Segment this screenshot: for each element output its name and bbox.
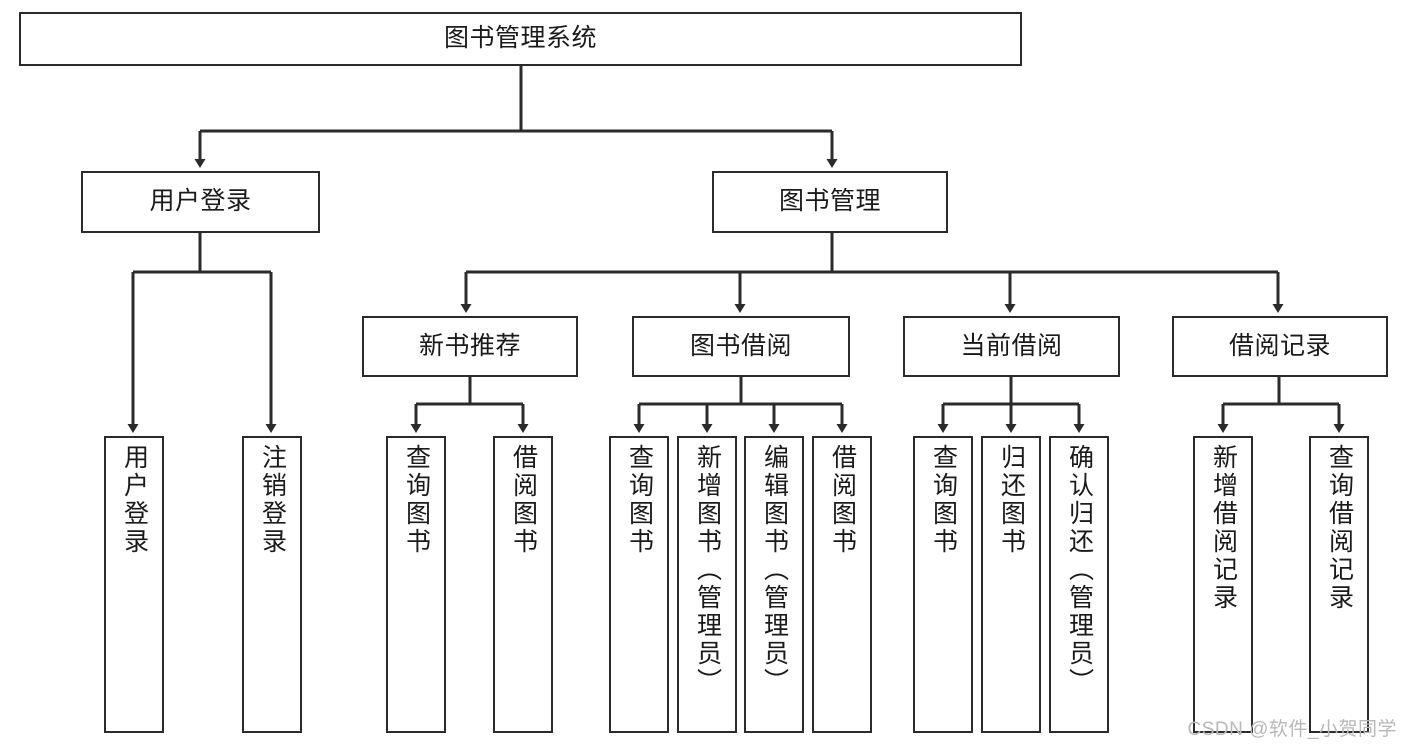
node-new-book-recommend-label: 新书推荐 (418, 331, 521, 360)
leaf-edit-book-admin[interactable]: 编辑图书（管理员） (744, 436, 804, 733)
leaf-query-book-current-label: 查询图书 (929, 444, 958, 556)
node-root-label: 图书管理系统 (443, 24, 597, 53)
leaf-edit-book-admin-label: 编辑图书（管理员） (760, 444, 789, 696)
node-book-borrow[interactable]: 图书借阅 (632, 316, 850, 377)
leaf-confirm-return-admin-label: 确认归还（管理员） (1065, 444, 1094, 696)
leaf-borrow-book-recommend-label: 借阅图书 (509, 444, 538, 556)
leaf-user-login[interactable]: 用户登录 (104, 436, 164, 733)
leaf-query-book-recommend[interactable]: 查询图书 (386, 436, 446, 733)
node-current-borrow-label: 当前借阅 (960, 331, 1063, 360)
leaf-confirm-return-admin[interactable]: 确认归还（管理员） (1049, 436, 1109, 733)
node-book-management-label: 图书管理 (778, 187, 881, 216)
leaf-query-book[interactable]: 查询图书 (609, 436, 669, 733)
node-user-login-label: 用户登录 (149, 187, 252, 216)
leaf-user-login-label: 用户登录 (120, 444, 149, 556)
node-book-borrow-label: 图书借阅 (689, 331, 792, 360)
leaf-borrow-book-label: 借阅图书 (828, 444, 857, 556)
leaf-return-book-label: 归还图书 (997, 444, 1026, 556)
leaf-logout[interactable]: 注销登录 (242, 436, 302, 733)
node-root[interactable]: 图书管理系统 (19, 12, 1022, 66)
node-user-login[interactable]: 用户登录 (81, 171, 320, 233)
node-current-borrow[interactable]: 当前借阅 (903, 316, 1120, 377)
leaf-add-borrow-record-label: 新增借阅记录 (1209, 444, 1238, 612)
node-borrow-record-label: 借阅记录 (1228, 331, 1331, 360)
leaf-add-borrow-record[interactable]: 新增借阅记录 (1193, 436, 1253, 733)
leaf-logout-label: 注销登录 (258, 444, 287, 556)
node-new-book-recommend[interactable]: 新书推荐 (362, 316, 578, 377)
leaf-borrow-book[interactable]: 借阅图书 (812, 436, 872, 733)
leaf-query-borrow-record[interactable]: 查询借阅记录 (1309, 436, 1369, 733)
csdn-watermark: CSDN @软件_小贺同学 (1187, 719, 1397, 740)
leaf-query-book-recommend-label: 查询图书 (402, 444, 431, 556)
leaf-add-book-admin[interactable]: 新增图书（管理员） (677, 436, 737, 733)
leaf-query-book-current[interactable]: 查询图书 (913, 436, 973, 733)
leaf-query-borrow-record-label: 查询借阅记录 (1325, 444, 1354, 612)
node-borrow-record[interactable]: 借阅记录 (1172, 316, 1388, 377)
leaf-return-book[interactable]: 归还图书 (981, 436, 1041, 733)
leaf-add-book-admin-label: 新增图书（管理员） (693, 444, 722, 696)
leaf-query-book-label: 查询图书 (625, 444, 654, 556)
leaf-borrow-book-recommend[interactable]: 借阅图书 (493, 436, 553, 733)
node-book-management[interactable]: 图书管理 (712, 171, 948, 233)
